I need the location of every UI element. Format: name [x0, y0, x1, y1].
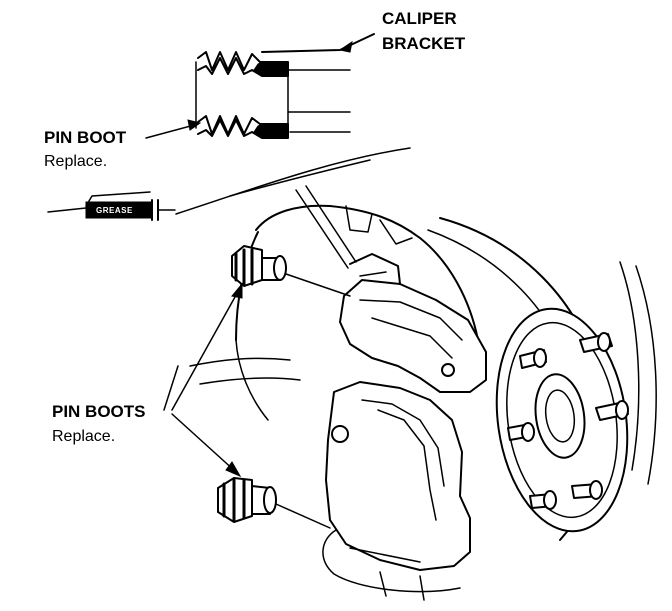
- caliper-ear-slot: [359, 271, 387, 277]
- pin-boots-leader-lower: [171, 413, 237, 473]
- caliper-housing-curve-1: [361, 399, 445, 487]
- pin-boots-label: PIN BOOTS: [52, 402, 146, 421]
- lower-boot-convolutions: [222, 478, 246, 522]
- grease-tube-label: GREASE: [96, 206, 133, 215]
- upper-boot-flange: [253, 61, 289, 77]
- lower-pin-boot: [217, 477, 331, 529]
- knuckle-arm-line-2: [199, 377, 301, 385]
- knuckle-top: [255, 204, 479, 341]
- wheel-stud-end: [543, 490, 557, 510]
- caliper-body-ridge: [359, 299, 463, 341]
- upper-pin-boot: [231, 245, 351, 297]
- pin-boots-leader-upper: [171, 287, 241, 411]
- lower-boot-flange: [253, 123, 289, 139]
- lower-pin-end: [263, 486, 277, 514]
- knuckle-arm-line-1: [189, 357, 291, 367]
- caliper-bracket-arrowhead: [338, 40, 353, 53]
- wheel-stud-end: [533, 348, 547, 368]
- caliper-bracket-leader: [261, 33, 375, 53]
- upper-boot-convolutions: [234, 248, 254, 286]
- pin-boots-arrowhead-upper: [231, 282, 243, 299]
- hub-center-bore: [534, 373, 586, 459]
- caliper-lower-housing: [325, 381, 471, 571]
- bleeder-boss: [331, 425, 349, 443]
- wheel-stud-end: [589, 480, 603, 500]
- detail-pointer-2: [305, 185, 357, 263]
- knuckle-arm-end: [163, 365, 179, 411]
- caliper-upper-ear: [349, 253, 401, 285]
- knuckle-tab: [345, 205, 373, 233]
- caliper-assembly: [163, 147, 657, 601]
- caliper-bolt-head: [441, 363, 455, 377]
- pin-boot-note: Replace.: [44, 153, 107, 170]
- pin-boot-arrowhead: [187, 119, 202, 131]
- caliper-bracket-label-line1: CALIPER: [382, 9, 457, 28]
- pin-boots-note: Replace.: [52, 428, 115, 445]
- rotor-far-edge-2: [635, 265, 657, 485]
- caliper-body-ridge-2: [371, 317, 453, 359]
- detail-pointer-1: [295, 189, 349, 269]
- knuckle-left-lower: [235, 339, 269, 421]
- bracket-arc-outer: [175, 147, 411, 215]
- wheel-stud-end: [615, 400, 629, 420]
- pin-boot-cross-section: [195, 51, 351, 139]
- pin-boot-callout: PIN BOOT Replace.: [44, 119, 202, 170]
- wheel-studs: [507, 332, 629, 510]
- grease-tube: GREASE: [47, 191, 176, 221]
- pin-boot-label: PIN BOOT: [44, 128, 127, 147]
- caliper-housing-base: [349, 547, 421, 563]
- wheel-stud-end: [597, 332, 611, 352]
- wheel-stud-end: [521, 422, 535, 442]
- pin-boots-callout: PIN BOOTS Replace.: [52, 282, 243, 478]
- bracket-arc-inner: [229, 159, 371, 197]
- grease-nozzle-tip: [47, 207, 87, 213]
- caliper-bracket-callout: CALIPER BRACKET: [261, 9, 466, 53]
- lower-pin-axis: [275, 503, 331, 529]
- knuckle-notch: [379, 219, 413, 245]
- rotor-far-edge: [619, 261, 640, 471]
- pin-boots-arrowhead-lower: [225, 461, 242, 478]
- caliper-bottom-ribs: [379, 571, 425, 601]
- caliper-housing-curve-2: [377, 409, 437, 521]
- caliper-bottom-flange: [322, 529, 461, 593]
- caliper-bracket-label-line2: BRACKET: [382, 34, 466, 53]
- upper-pin-end: [273, 255, 287, 281]
- upper-pin-axis: [285, 273, 351, 297]
- hub-center-inner: [544, 389, 576, 443]
- grease-tube-crimp: [151, 199, 159, 221]
